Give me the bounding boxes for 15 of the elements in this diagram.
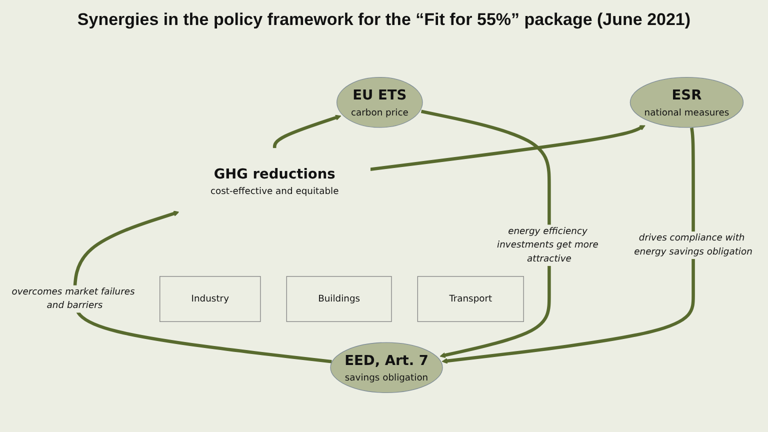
arrow	[442, 128, 695, 364]
node-box: Industry	[160, 276, 261, 322]
node-text: GHG reductions cost-effective and equitable	[210, 166, 339, 197]
arrow	[73, 210, 332, 364]
arrow	[420, 110, 551, 358]
node-ellipse: ESR national measures	[630, 77, 744, 128]
diagram-title: Synergies in the policy framework for the “Fit for 55%” package (June 2021)	[76, 10, 692, 30]
edge-label: overcomes market failures and barriers	[12, 286, 135, 311]
arrow	[370, 125, 646, 171]
node-box: Transport	[417, 276, 524, 322]
node-ellipse: EED, Art. 7 savings obligation	[330, 342, 443, 393]
node-box: Buildings	[286, 276, 392, 322]
node-ellipse: EU ETS carbon price	[336, 77, 423, 128]
edge-label: drives compliance with energy savings obligation	[634, 232, 752, 258]
edge-label: energy efficiency investments get more attractive	[497, 226, 598, 264]
